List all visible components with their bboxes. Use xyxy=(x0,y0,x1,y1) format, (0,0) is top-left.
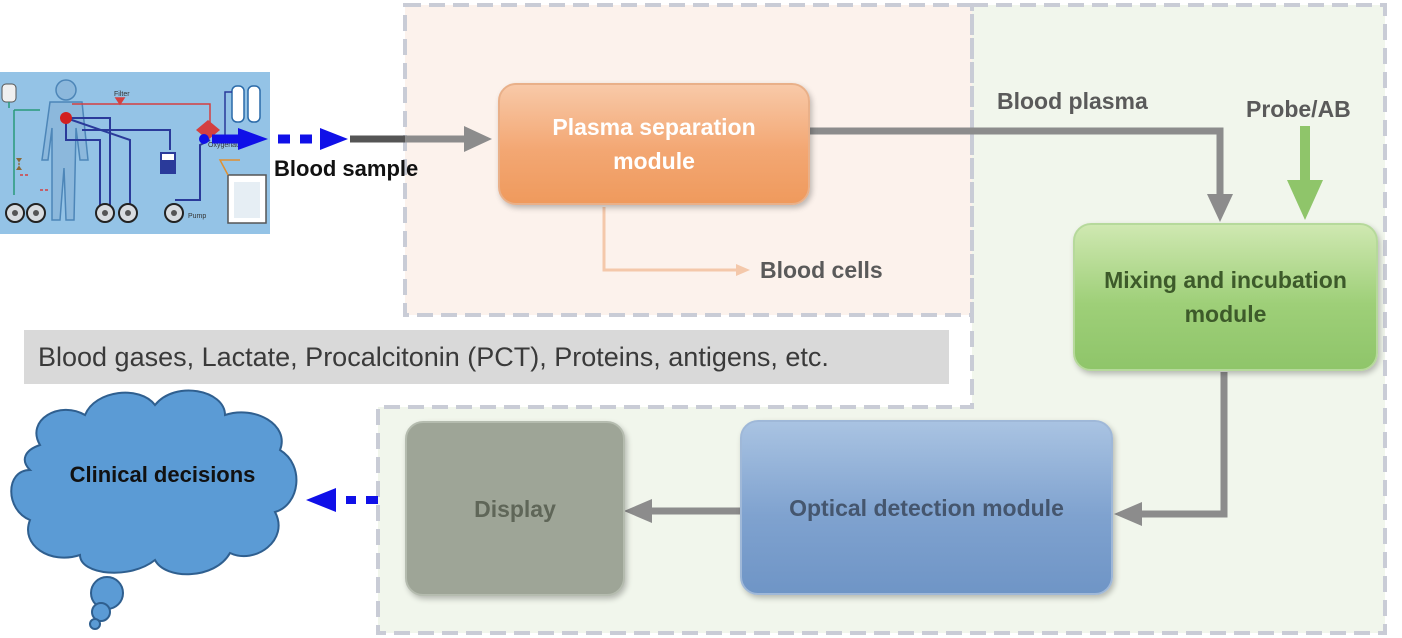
mixing-incubation-label: Mixing and incubation module xyxy=(1104,267,1347,327)
probe-ab-label: Probe/AB xyxy=(1246,96,1351,122)
mixing-to-optical-arrow xyxy=(1114,372,1228,526)
human-figure-icon xyxy=(41,79,89,221)
heater-unit-icon xyxy=(218,159,267,224)
blood-sample-label: Blood sample xyxy=(274,156,419,181)
probe-arrow xyxy=(1287,126,1323,220)
green-region xyxy=(378,5,1385,633)
display-to-clinical-arrow xyxy=(306,488,378,512)
gas-cylinders-icon xyxy=(231,85,261,123)
filter-line xyxy=(20,97,211,191)
plasma-separation-label: Plasma separation module xyxy=(552,114,756,174)
blood-cells-arrow xyxy=(602,207,750,276)
optical-detection-module: Optical detection module xyxy=(740,420,1113,595)
heart-icon xyxy=(60,112,72,124)
oxygenator-label: Oxygenator xyxy=(208,142,245,149)
plasma-to-mixing-arrow xyxy=(810,127,1233,222)
blood-cells-label: Blood cells xyxy=(760,257,883,283)
region-borders xyxy=(376,3,1387,635)
display-label: Display xyxy=(474,495,556,522)
display-module: Display xyxy=(405,421,625,596)
analytes-banner: Blood gases, Lactate, Procalcitonin (PCT… xyxy=(24,330,949,384)
circulation-vessels-icon xyxy=(65,117,211,205)
optical-to-display-arrow xyxy=(624,499,740,523)
mixing-incubation-module: Mixing and incubation module xyxy=(1073,223,1378,371)
thought-cloud-icon xyxy=(10,389,298,630)
ecmo-illustration: Filter Oxygenator Pump xyxy=(0,72,270,234)
clinical-decisions-label: Clinical decisions xyxy=(69,462,256,487)
blood-sample-arrow xyxy=(199,126,492,152)
clamp-icon xyxy=(16,158,22,170)
iv-bag-icon xyxy=(1,83,40,195)
blood-plasma-label: Blood plasma xyxy=(997,88,1148,114)
optical-detection-label: Optical detection module xyxy=(789,494,1064,521)
plasma-separation-module: Plasma separation module xyxy=(498,83,810,205)
filter-label: Filter xyxy=(114,91,130,98)
pump-label: Pump xyxy=(188,213,206,220)
